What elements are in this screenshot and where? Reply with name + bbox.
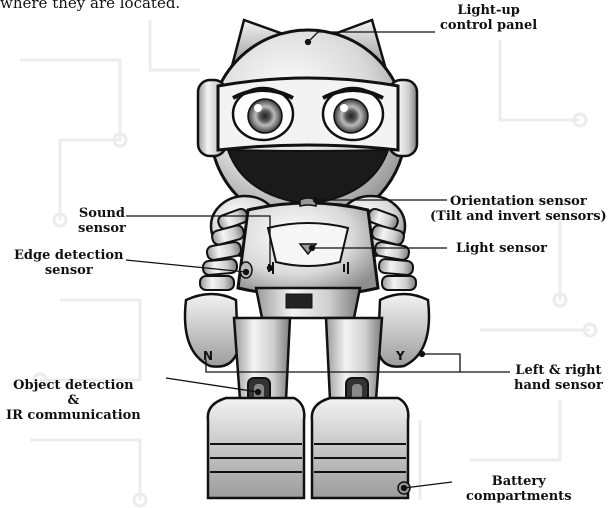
right-hand-mark: Y [395,349,405,363]
label-light-sensor: Light sensor [456,241,547,256]
label-object-detection: Object detection&IR communication [6,378,141,423]
right-eye [334,99,368,133]
left-foot [208,398,304,498]
right-foot [312,398,408,498]
left-hand-mark: N [203,349,213,363]
left-eye [248,99,282,133]
label-orientation-sensor: Orientation sensor(Tilt and invert senso… [430,194,607,224]
